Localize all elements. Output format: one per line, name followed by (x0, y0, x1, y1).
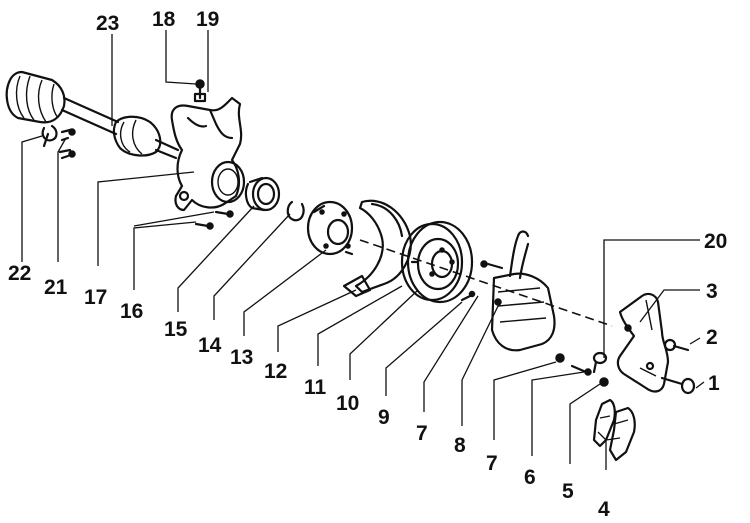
bolts-21 (58, 128, 76, 160)
cap-7 (555, 353, 565, 363)
label-8: 8 (454, 434, 466, 457)
label-7-lower: 7 (486, 452, 498, 475)
bolt-6 (570, 364, 592, 376)
label-20: 20 (704, 230, 727, 253)
splash-shield (342, 199, 412, 298)
drive-shaft (5, 70, 180, 160)
label-12: 12 (264, 360, 287, 383)
circlip-14 (286, 200, 305, 222)
steering-knuckle (170, 96, 246, 212)
circlip-22 (41, 124, 58, 148)
washer-5 (599, 377, 609, 387)
brake-pads (592, 398, 636, 462)
label-5: 5 (562, 480, 574, 503)
label-2: 2 (706, 326, 718, 349)
label-3: 3 (706, 280, 718, 303)
label-17: 17 (84, 286, 107, 309)
screw-9 (460, 290, 476, 302)
wheel-bearing (244, 176, 281, 212)
label-21: 21 (44, 276, 68, 299)
brake-caliper (480, 230, 556, 352)
label-16: 16 (120, 300, 143, 323)
guide-bolt-20 (592, 351, 608, 374)
label-1: 1 (708, 372, 720, 395)
caliper-carrier (616, 292, 670, 393)
bolts-16 (194, 210, 234, 230)
wheel-hub (306, 200, 354, 256)
label-18: 18 (152, 8, 176, 31)
label-19: 19 (196, 8, 219, 31)
bolt-1 (660, 376, 696, 395)
label-4: 4 (598, 498, 610, 521)
brake-disc (400, 220, 474, 304)
label-13: 13 (230, 346, 253, 369)
label-15: 15 (164, 318, 188, 341)
label-22: 22 (8, 262, 31, 285)
label-14: 14 (198, 334, 222, 357)
label-6: 6 (524, 466, 536, 489)
leader-lines (21, 30, 705, 470)
label-10: 10 (336, 392, 359, 415)
label-11: 11 (304, 376, 327, 399)
assembly-axis-line (359, 239, 613, 327)
bolt-18 (195, 79, 205, 100)
label-7-upper: 7 (416, 422, 428, 445)
label-23: 23 (96, 12, 119, 35)
label-9: 9 (378, 406, 390, 429)
bolt-2 (663, 338, 690, 352)
nut-19 (193, 92, 207, 103)
part-labels: 23 18 19 22 21 17 16 15 14 13 12 11 10 9… (8, 8, 727, 521)
